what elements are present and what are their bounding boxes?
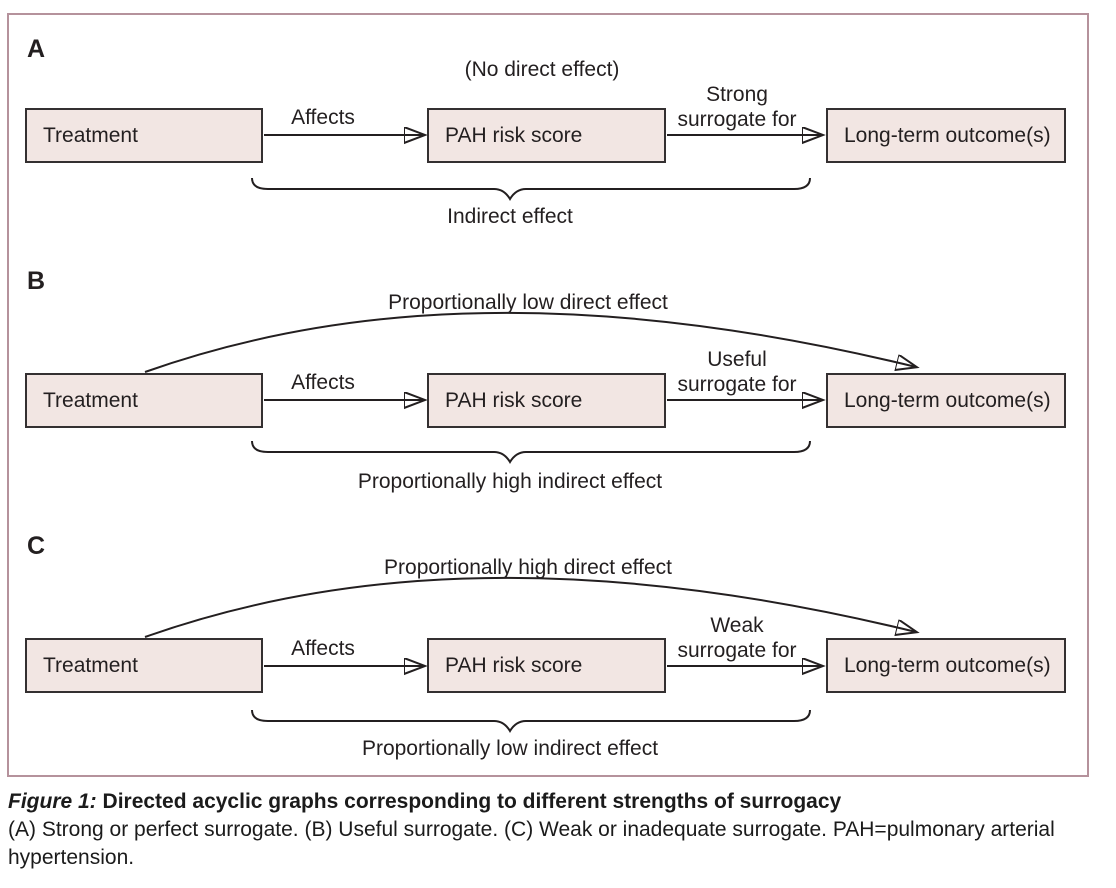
node-long-term-outcome-b: Long-term outcome(s): [826, 373, 1066, 428]
node-long-term-outcome-c: Long-term outcome(s): [826, 638, 1066, 693]
node-treatment-c-label: Treatment: [43, 653, 138, 677]
node-treatment-b-label: Treatment: [43, 388, 138, 412]
indirect-effect-label-c: Proportionally low indirect effect: [361, 737, 659, 760]
node-treatment-c: Treatment: [25, 638, 263, 693]
direct-effect-label-c: Proportionally high direct effect: [384, 556, 672, 579]
node-pah-risk-score-a: PAH risk score: [427, 108, 666, 163]
direct-effect-curve-b: [144, 311, 916, 373]
surrogate-strength-b-line1: Useful: [707, 348, 767, 371]
node-long-term-outcome-a-label: Long-term outcome(s): [844, 123, 1051, 147]
surrogate-strength-a-line1: Strong: [706, 83, 768, 106]
node-pah-risk-score-c-label: PAH risk score: [445, 653, 583, 677]
panel-c-linework: [144, 576, 916, 733]
surrogate-strength-c-line2: surrogate for: [677, 639, 797, 662]
affects-label-a: Affects: [291, 106, 355, 129]
panel-a-linework: [251, 135, 822, 201]
node-pah-risk-score-b: PAH risk score: [427, 373, 666, 428]
surrogate-strength-c-line1: Weak: [710, 614, 764, 637]
surrogate-strength-label-a: Strong surrogate for: [677, 82, 796, 132]
direct-effect-label-b: Proportionally low direct effect: [388, 291, 668, 314]
panel-b-linework: [144, 311, 916, 464]
indirect-effect-brace-b: [251, 440, 811, 464]
caption-title-text: Directed acyclic graphs corresponding to…: [102, 790, 842, 813]
indirect-effect-label-b: Proportionally high indirect effect: [357, 470, 663, 493]
node-long-term-outcome-b-label: Long-term outcome(s): [844, 388, 1051, 412]
no-direct-effect-label: (No direct effect): [464, 58, 620, 81]
panel-label-b: B: [27, 267, 46, 295]
node-long-term-outcome-c-label: Long-term outcome(s): [844, 653, 1051, 677]
caption-title-line: Figure 1: Directed acyclic graphs corres…: [8, 788, 1074, 816]
surrogate-strength-label-c: Weak surrogate for: [677, 613, 796, 663]
caption-description: (A) Strong or perfect surrogate. (B) Use…: [8, 818, 1055, 869]
caption-figure-label: Figure 1:: [8, 790, 97, 813]
node-treatment-b: Treatment: [25, 373, 263, 428]
panel-label-a: A: [27, 35, 46, 63]
indirect-effect-brace-c: [251, 709, 811, 733]
node-treatment-a-label: Treatment: [43, 123, 138, 147]
surrogate-strength-label-b: Useful surrogate for: [677, 347, 796, 397]
surrogate-strength-a-line2: surrogate for: [677, 108, 797, 131]
node-pah-risk-score-b-label: PAH risk score: [445, 388, 583, 412]
figure-caption: Figure 1: Directed acyclic graphs corres…: [8, 788, 1074, 872]
affects-label-b: Affects: [291, 371, 355, 394]
panel-label-c: C: [27, 532, 46, 560]
node-treatment-a: Treatment: [25, 108, 263, 163]
direct-effect-curve-c: [144, 576, 916, 638]
indirect-effect-label-a: Indirect effect: [447, 205, 573, 228]
node-pah-risk-score-c: PAH risk score: [427, 638, 666, 693]
node-long-term-outcome-a: Long-term outcome(s): [826, 108, 1066, 163]
node-pah-risk-score-a-label: PAH risk score: [445, 123, 583, 147]
indirect-effect-brace-a: [251, 177, 811, 201]
surrogate-strength-b-line2: surrogate for: [677, 373, 797, 396]
affects-label-c: Affects: [291, 637, 355, 660]
